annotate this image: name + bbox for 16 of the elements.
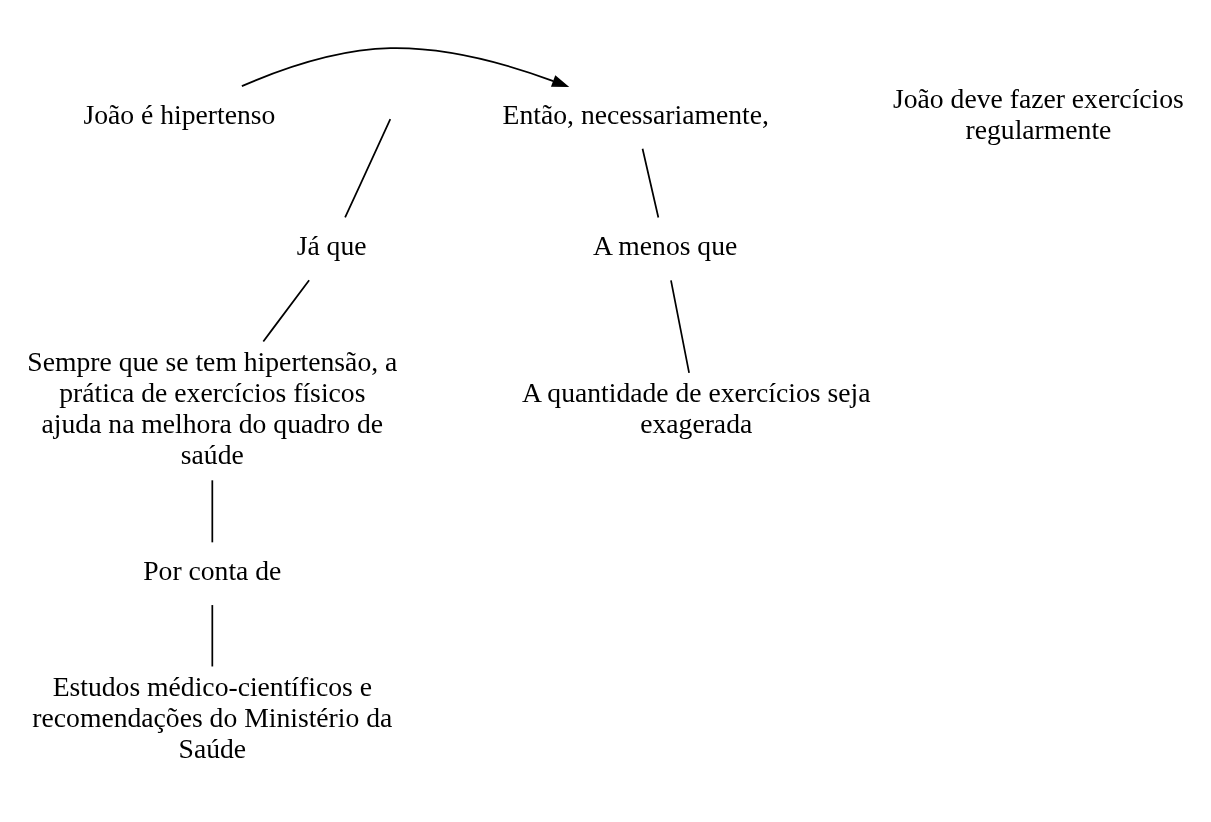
arrow: [241, 47, 570, 88]
node-text: Estudos médico-científicos e recomendações do Ministério da Saúde: [32, 670, 393, 765]
node-text: Já que: [296, 230, 367, 262]
connector: [211, 479, 214, 544]
node-text: Sempre que se tem hipertensão, a prática de exercícios físicos ajuda na melhora do quadro de saúde: [27, 346, 398, 471]
node-text: João é hipertenso: [83, 98, 276, 130]
node-text: Então, necessariamente,: [502, 98, 769, 130]
connector: [670, 279, 690, 374]
node-text: A menos que: [592, 230, 738, 262]
connector: [641, 147, 660, 219]
connector: [262, 279, 310, 343]
node-text: A quantidade de exercícios seja exagerada: [522, 377, 871, 440]
connector: [344, 118, 392, 219]
label: João deve fazer exercícios regularmente: [893, 83, 1184, 146]
node-text: Por conta de: [143, 555, 282, 587]
connector: [211, 604, 214, 668]
